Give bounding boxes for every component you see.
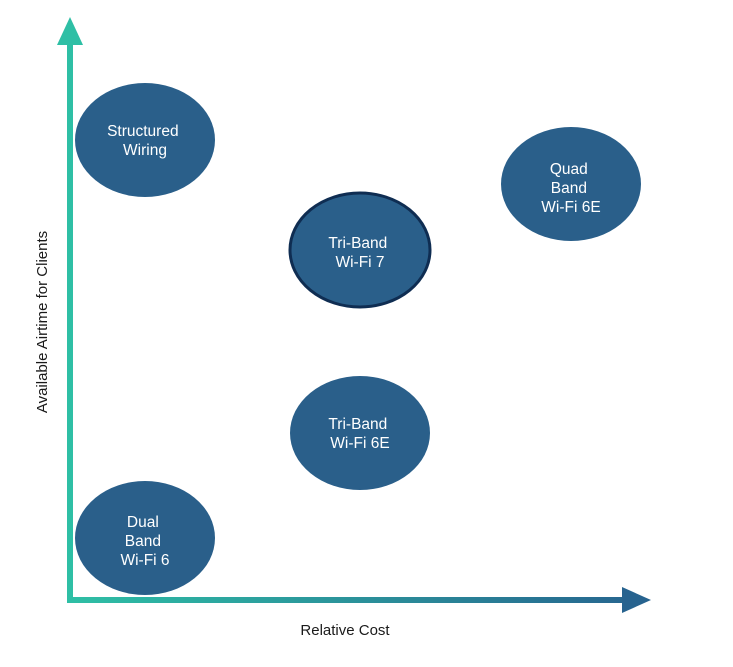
svg-text:Structured Wiring: Structured Wiring bbox=[107, 123, 183, 159]
x-axis-arrowhead bbox=[622, 587, 651, 613]
node-label-line: Dual bbox=[127, 514, 159, 531]
node-ellipse-highlighted bbox=[288, 191, 432, 309]
x-axis-label: Relative Cost bbox=[300, 622, 390, 639]
y-axis-label: Available Airtime for Clients bbox=[34, 231, 51, 413]
node-dual-band-wifi-6: Dual Band Wi-Fi 6 bbox=[75, 481, 215, 595]
node-label-line: Structured bbox=[107, 123, 179, 140]
node-label-line: Wi-Fi 6E bbox=[541, 199, 600, 216]
node-label-line: Quad bbox=[550, 161, 588, 178]
y-axis-line bbox=[67, 42, 73, 603]
node-ellipse bbox=[290, 376, 430, 490]
svg-text:Tri-Band Wi-Fi 6E: Tri-Band Wi-Fi 6E bbox=[328, 416, 391, 452]
node-ellipse bbox=[501, 127, 641, 241]
node-quad-band-wifi-6e: Quad Band Wi-Fi 6E bbox=[501, 127, 641, 241]
node-label-line: Tri-Band bbox=[328, 235, 387, 252]
node-ellipse bbox=[75, 83, 215, 197]
node-label-line: Wi-Fi 6E bbox=[330, 435, 389, 452]
x-axis bbox=[67, 587, 651, 613]
y-axis bbox=[57, 17, 83, 603]
node-label-line: Wiring bbox=[123, 142, 167, 159]
node-label-line: Tri-Band bbox=[328, 416, 387, 433]
node-label-line: Wi-Fi 7 bbox=[335, 254, 384, 271]
x-axis-line bbox=[67, 597, 627, 603]
node-structured-wiring: Structured Wiring bbox=[75, 83, 215, 197]
node-label-line: Wi-Fi 6 bbox=[120, 552, 169, 569]
y-axis-arrowhead bbox=[57, 17, 83, 45]
node-tri-band-wifi-7: Tri-Band Wi-Fi 7 bbox=[288, 191, 432, 309]
svg-text:Tri-Band Wi-Fi 7: Tri-Band Wi-Fi 7 bbox=[328, 235, 391, 271]
node-tri-band-wifi-6e: Tri-Band Wi-Fi 6E bbox=[290, 376, 430, 490]
node-label-line: Band bbox=[551, 180, 587, 197]
node-ellipse bbox=[75, 481, 215, 595]
svg-text:Dual Band Wi-Fi 6: Dual Band Wi-Fi 6 bbox=[120, 514, 169, 569]
node-label-line: Band bbox=[125, 533, 161, 550]
svg-text:Quad Band Wi-Fi 6E: Quad Band Wi-Fi 6E bbox=[541, 161, 600, 216]
